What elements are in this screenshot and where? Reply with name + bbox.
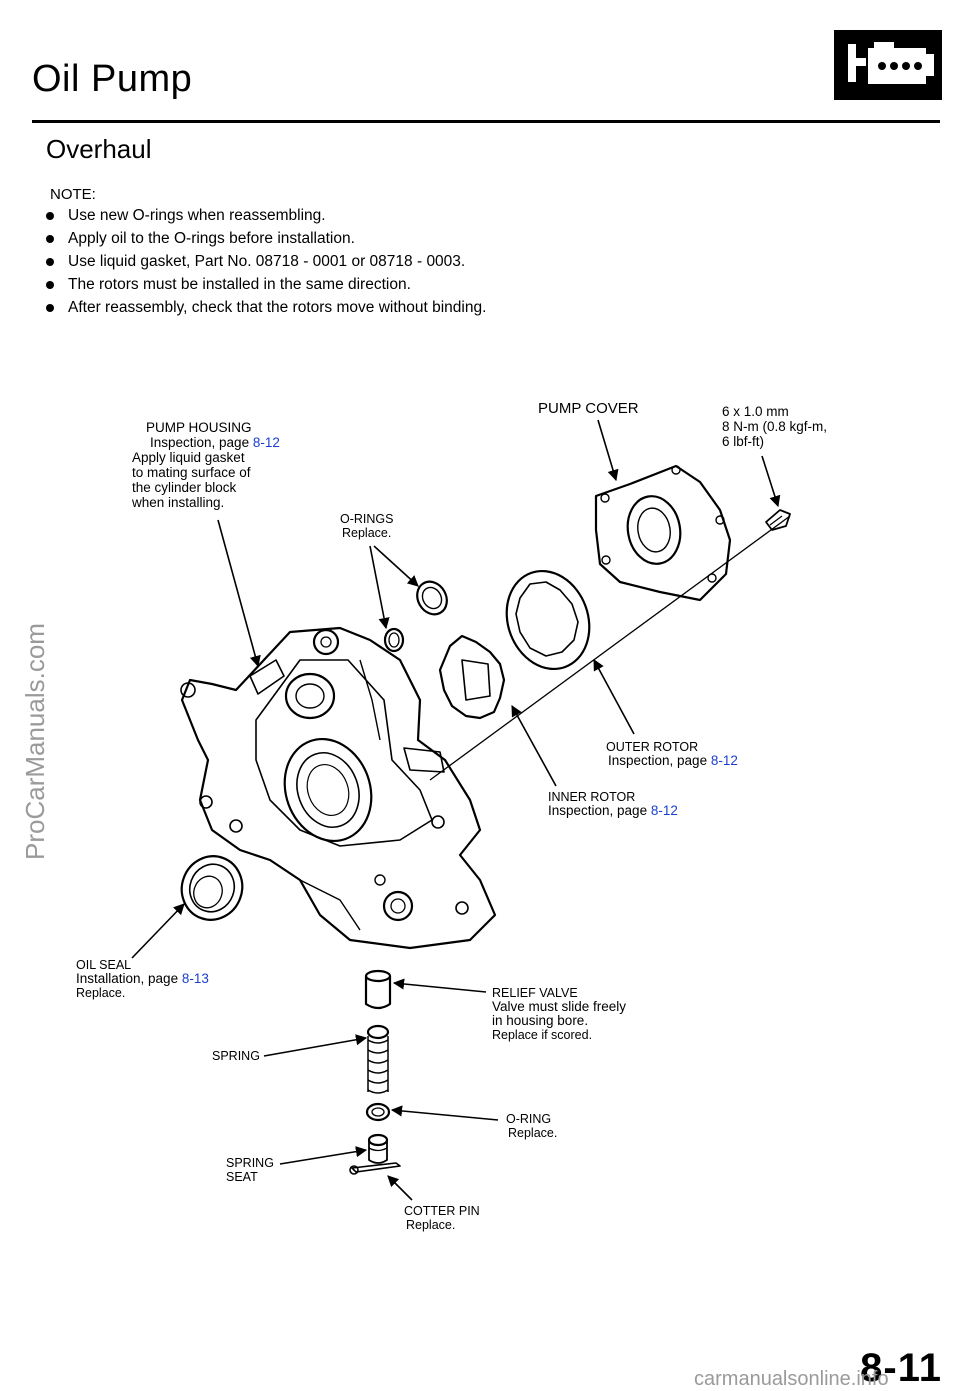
note-item: Use liquid gasket, Part No. 08718 - 0001…	[44, 250, 486, 273]
label-cotter-pin: COTTER PIN Replace.	[404, 1204, 480, 1232]
leader-spring	[263, 1034, 368, 1057]
link-outer-rotor-page[interactable]: 8-12	[710, 753, 738, 768]
cotter-pin-drawing	[349, 1162, 401, 1175]
o-ring-large-drawing	[416, 580, 448, 616]
relief-valve-drawing	[364, 969, 392, 1010]
label-o-rings: O-RINGS Replace.	[340, 512, 394, 540]
leader-inner-rotor	[511, 705, 557, 787]
bottom-watermark: carmanualsonline.info	[694, 1368, 889, 1390]
leader-o-ring-large	[373, 545, 419, 587]
bullet-icon	[46, 258, 54, 266]
leader-oil-seal	[131, 903, 185, 959]
pump-housing-drawing	[180, 626, 497, 950]
label-spring-seat: SPRING SEAT	[226, 1156, 274, 1184]
spring-seat-drawing	[367, 1133, 389, 1164]
leader-bolt	[761, 455, 781, 508]
page-title: Oil Pump	[32, 58, 193, 100]
note-item: After reassembly, check that the rotors …	[44, 296, 486, 319]
assembly-axis-line	[429, 515, 791, 781]
note-item: The rotors must be installed in the same…	[44, 273, 486, 296]
note-item: Use new O-rings when reassembling.	[44, 204, 486, 227]
oil-seal-drawing	[180, 855, 244, 921]
bullet-icon	[46, 235, 54, 243]
label-inner-rotor: INNER ROTOR Inspection, page 8-12	[548, 790, 678, 818]
label-bolt-spec: 6 x 1.0 mm 8 N-m (0.8 kgf-m, 6 lbf-ft)	[722, 404, 828, 449]
label-pump-cover: PUMP COVER	[538, 400, 639, 417]
leader-cotter-pin	[387, 1175, 413, 1201]
engine-icon	[834, 30, 942, 100]
label-oil-seal: OIL SEAL Installation, page 8-13 Replace…	[76, 958, 209, 1000]
section-title: Overhaul	[46, 134, 152, 164]
note-label: NOTE:	[50, 186, 96, 203]
inner-rotor-drawing	[438, 634, 506, 720]
pump-cover-drawing	[594, 464, 732, 602]
outer-rotor-drawing	[505, 569, 591, 671]
leader-pump-cover	[597, 419, 619, 482]
leader-outer-rotor	[593, 659, 635, 735]
label-outer-rotor: OUTER ROTOR Inspection, page 8-12	[606, 740, 738, 768]
bullet-icon	[46, 304, 54, 312]
page-number: 8-11	[860, 1346, 942, 1390]
title-divider	[32, 120, 940, 123]
note-item: Apply oil to the O-rings before installa…	[44, 227, 486, 250]
label-o-ring: O-RING Replace.	[506, 1112, 558, 1140]
o-ring-small-drawing	[383, 627, 405, 653]
label-relief-valve: RELIEF VALVE Valve must slide freely in …	[492, 986, 627, 1042]
link-pump-housing-page[interactable]: 8-12	[252, 435, 280, 450]
bolt-drawing	[765, 509, 791, 531]
label-pump-housing: PUMP HOUSING Inspection, page 8-12 Apply…	[132, 420, 280, 510]
leader-spring-seat	[279, 1146, 368, 1165]
leader-o-ring	[390, 1105, 499, 1121]
link-inner-rotor-page[interactable]: 8-12	[650, 803, 678, 818]
leader-relief-valve	[392, 978, 487, 993]
link-oil-seal-page[interactable]: 8-13	[181, 971, 209, 986]
leader-o-ring-small	[369, 545, 390, 630]
bullet-icon	[46, 212, 54, 220]
notes-list: Use new O-rings when reassembling. Apply…	[44, 204, 486, 319]
leader-pump-housing	[217, 519, 261, 668]
spring-drawing	[366, 1024, 390, 1094]
side-watermark: ProCarManuals.com	[20, 623, 50, 860]
bullet-icon	[46, 281, 54, 289]
o-ring-lower-drawing	[365, 1102, 391, 1122]
label-spring: SPRING	[212, 1049, 260, 1063]
